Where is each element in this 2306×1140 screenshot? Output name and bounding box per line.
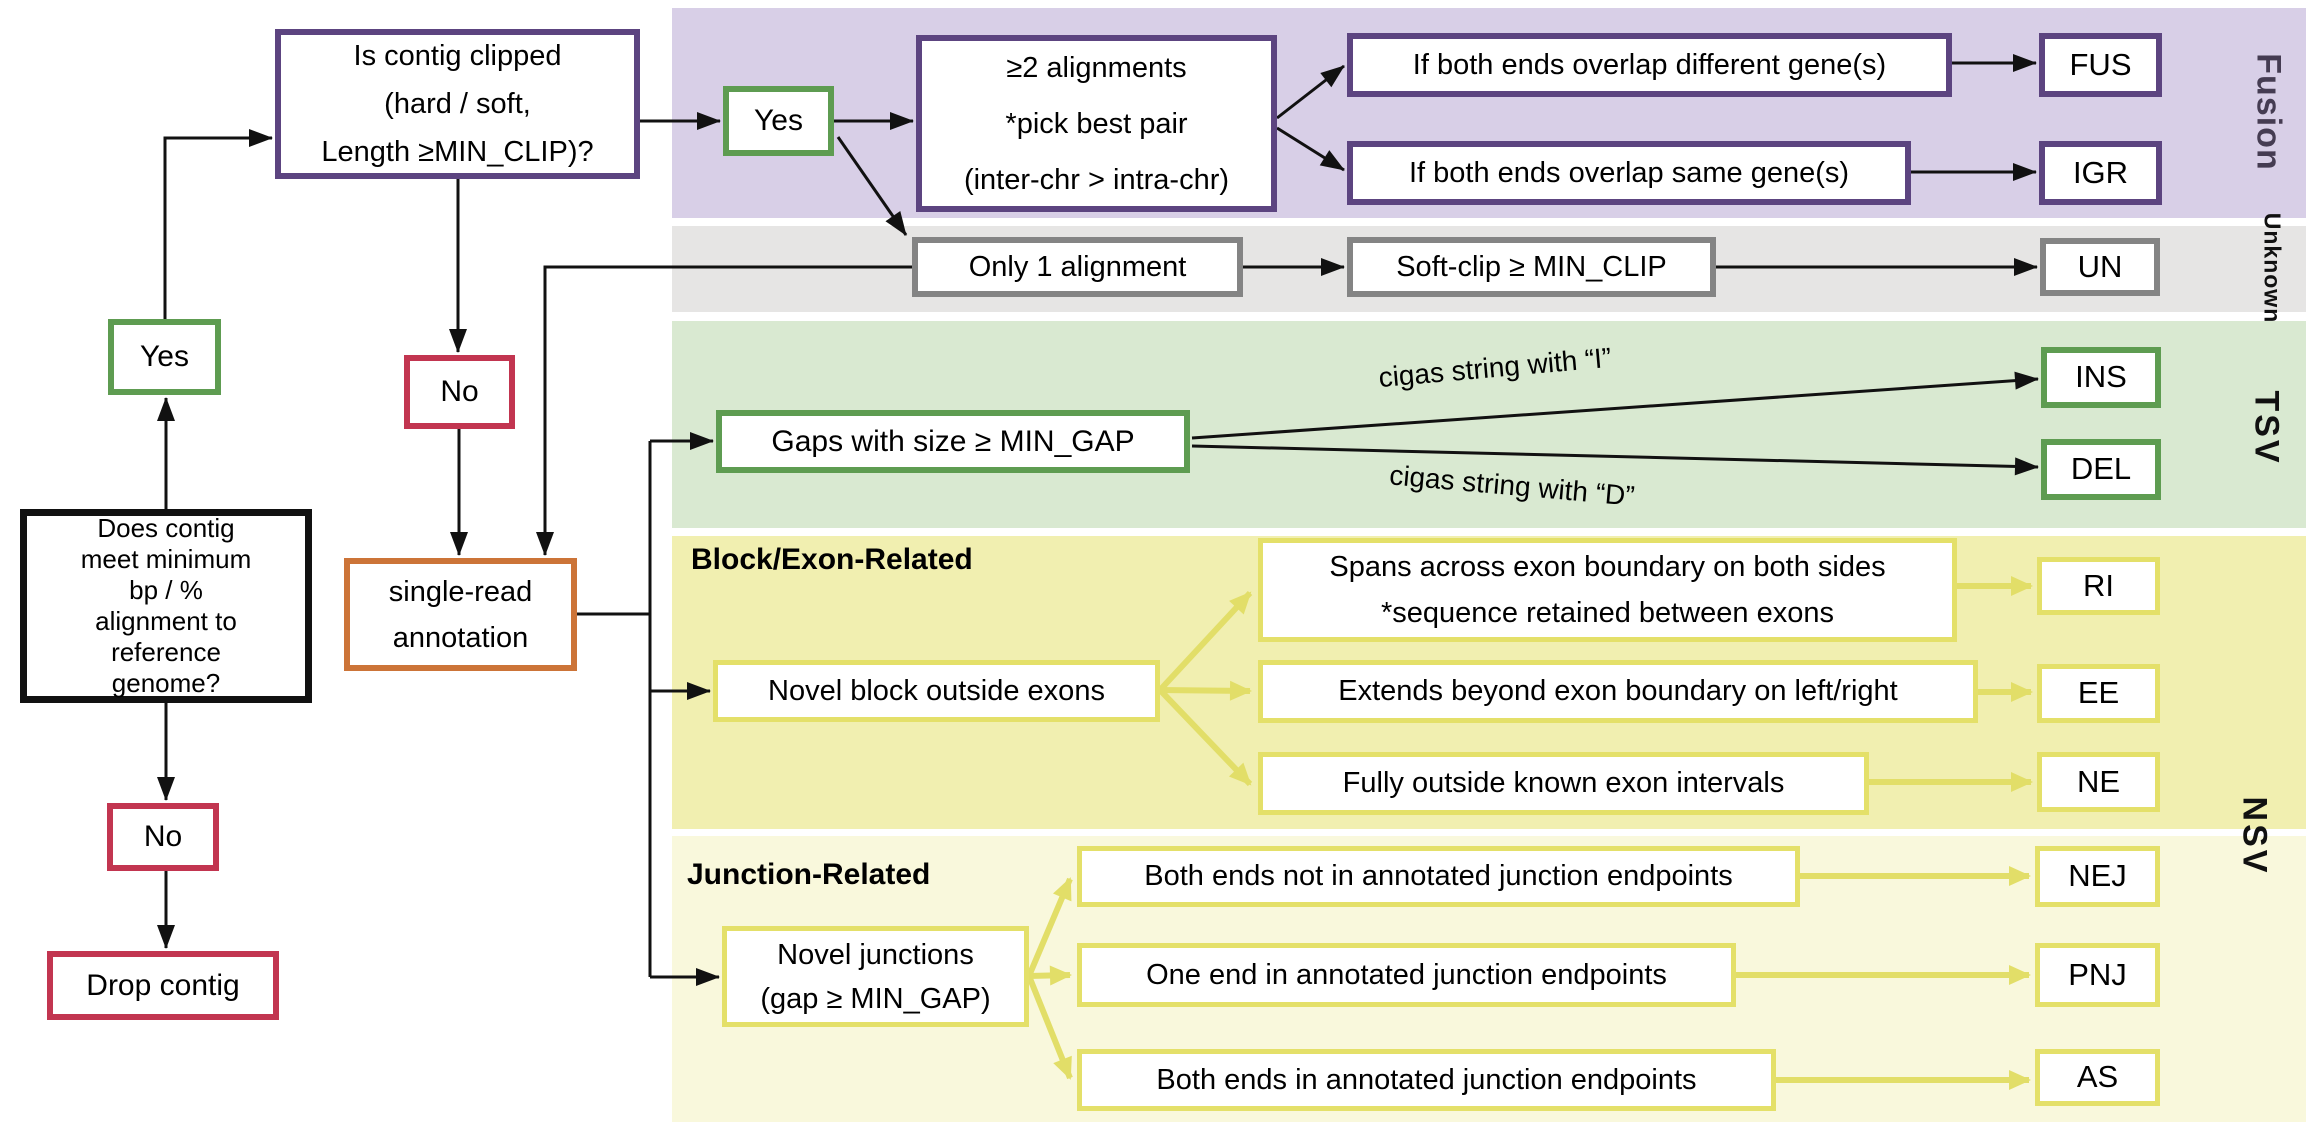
as-result-box: AS <box>2035 1049 2160 1106</box>
different-genes-box: If both ends overlap different gene(s) <box>1347 33 1952 97</box>
gaps-min-gap-box: Gaps with size ≥ MIN_GAP <box>716 410 1190 473</box>
soft-clip-box: Soft-clip ≥ MIN_CLIP <box>1347 237 1716 297</box>
arrow-noveljunc-to-onedesc <box>1028 965 1072 986</box>
pnj-result-box: PNJ <box>2035 943 2160 1007</box>
yes-box-left: Yes <box>108 319 221 395</box>
both-ends-not-annotated-box: Both ends not in annotated junction endp… <box>1077 846 1800 907</box>
same-genes-box: If both ends overlap same gene(s) <box>1347 141 1911 205</box>
tsv-side-label: TSV <box>2247 390 2286 466</box>
arrow-only1-to-single <box>536 265 912 556</box>
nsv-side-label: NSV <box>2235 796 2274 876</box>
arrow-align2-to-diff <box>1276 64 1345 120</box>
drop-contig-box: Drop contig <box>47 951 279 1020</box>
arrow-noveljunc-to-bothdesc <box>1026 974 1073 1080</box>
junction-related-header: Junction-Related <box>687 858 931 891</box>
fusion-side-label: Fusion <box>2249 53 2288 171</box>
ri-result-box: RI <box>2037 557 2160 615</box>
ee-result-box: EE <box>2037 664 2160 723</box>
no-box-clipped: No <box>404 355 515 429</box>
arrow-novelblock-to-extends <box>1159 680 1252 701</box>
no-box-left: No <box>107 803 219 871</box>
single-read-annotation-box: single-read annotation <box>344 558 577 671</box>
unknown-side-label: Unknown <box>2259 212 2286 324</box>
one-end-annotated-box: One end in annotated junction endpoints <box>1077 943 1736 1007</box>
block-exon-related-header: Block/Exon-Related <box>691 543 973 576</box>
novel-junctions-box: Novel junctions (gap ≥ MIN_GAP) <box>722 926 1029 1027</box>
arrow-yes-to-clipped <box>163 129 273 319</box>
fully-outside-exons-box: Fully outside known exon intervals <box>1258 752 1869 815</box>
arrow-gaps-to-del <box>1191 444 2039 476</box>
arrow-novelblock-to-fully <box>1157 687 1253 787</box>
novel-block-box: Novel block outside exons <box>713 660 1160 722</box>
arrow-noveljunc-to-nejdesc <box>1026 877 1073 978</box>
ne-result-box: NE <box>2037 752 2160 812</box>
both-ends-annotated-box: Both ends in annotated junction endpoint… <box>1077 1049 1776 1111</box>
multi-alignments-box: ≥2 alignments *pick best pair (inter-chr… <box>916 35 1277 212</box>
ins-result-box: INS <box>2041 347 2161 408</box>
min-alignment-question-box: Does contig meet minimum bp / % alignmen… <box>20 509 312 703</box>
only-one-alignment-box: Only 1 alignment <box>912 237 1243 297</box>
clipped-question-box: Is contig clipped (hard / soft, Length ≥… <box>275 29 640 179</box>
arrow-novelblock-to-spans <box>1157 590 1253 693</box>
extends-exon-boundary-box: Extends beyond exon boundary on left/rig… <box>1258 660 1978 723</box>
arrow-gaps-to-ins <box>1191 371 2039 440</box>
arrow-yes2-to-only1 <box>836 136 908 236</box>
del-result-box: DEL <box>2041 439 2161 500</box>
nej-result-box: NEJ <box>2035 846 2160 907</box>
fus-result-box: FUS <box>2039 33 2162 97</box>
un-result-box: UN <box>2040 238 2160 296</box>
arrow-align2-to-same <box>1276 126 1345 172</box>
igr-result-box: IGR <box>2039 141 2162 205</box>
spans-exon-boundary-box: Spans across exon boundary on both sides… <box>1258 538 1957 642</box>
yes-box-clipped: Yes <box>723 86 834 156</box>
